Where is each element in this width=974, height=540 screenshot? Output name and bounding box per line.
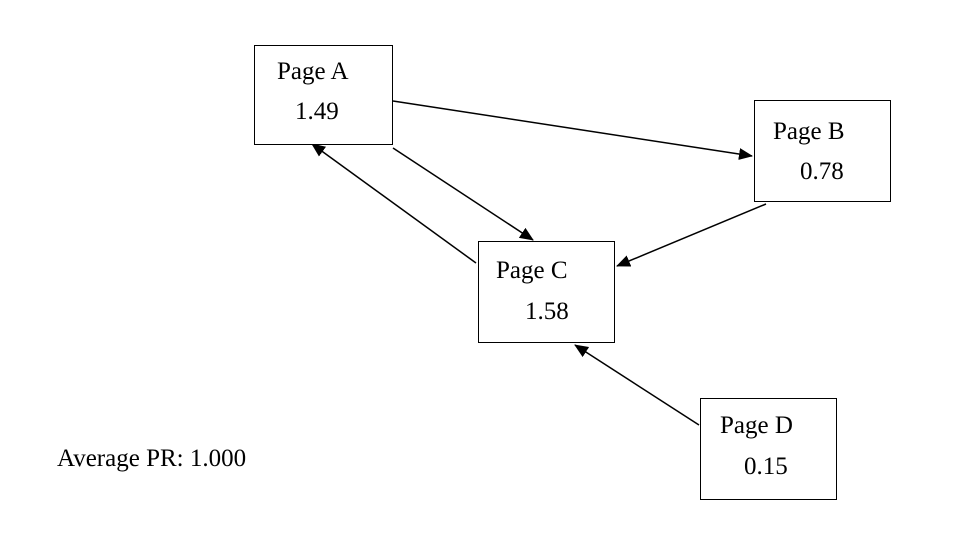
node-name: Page C xyxy=(496,257,568,284)
node-pagerank-value: 1.58 xyxy=(525,298,569,325)
node-name: Page D xyxy=(720,412,793,439)
arrow-a-to-b xyxy=(392,100,753,160)
arrow-d-to-c xyxy=(574,344,700,426)
node-page-b: Page B 0.78 xyxy=(754,100,891,202)
node-pagerank-value: 0.15 xyxy=(744,453,788,480)
node-page-d: Page D 0.15 xyxy=(700,398,837,500)
arrow-b-to-c xyxy=(616,203,767,267)
node-pagerank-value: 0.78 xyxy=(800,158,844,185)
average-pagerank-label: Average PR: 1.000 xyxy=(57,445,247,472)
node-name: Page B xyxy=(773,118,845,145)
arrow-a-to-c xyxy=(392,147,534,241)
node-name: Page A xyxy=(277,58,349,85)
node-pagerank-value: 1.49 xyxy=(295,98,339,125)
node-page-c: Page C 1.58 xyxy=(478,241,615,343)
node-page-a: Page A 1.49 xyxy=(254,45,393,145)
arrow-c-to-a xyxy=(311,143,477,264)
